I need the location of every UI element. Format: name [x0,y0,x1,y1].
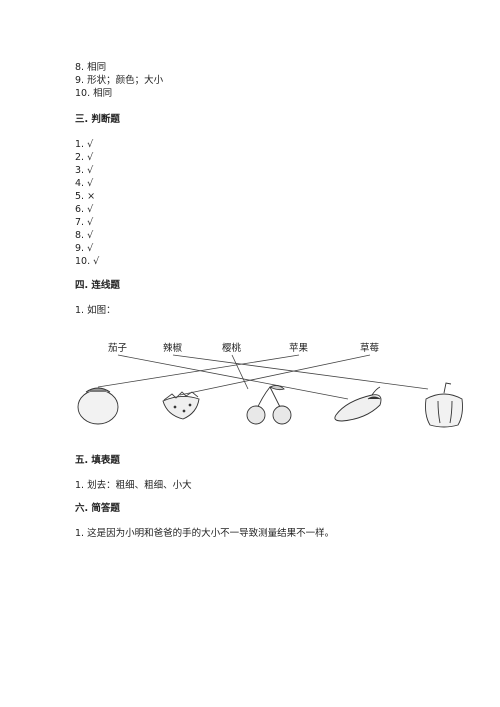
answer-line: 6. √ [75,204,94,215]
answer-line: 3. √ [75,165,94,176]
match-lines [97,354,429,400]
answer-line: 5. × [75,191,96,202]
label-eggplant: 茄子 [108,342,128,354]
match-line [117,354,349,400]
answer-line: 7. √ [75,217,94,228]
answer-line: 10. √ [75,256,100,267]
answer-line: 2. √ [75,152,94,163]
label-apple: 苹果 [289,342,309,354]
match-line [231,354,249,390]
matching-item: 1. 如图： [75,305,116,316]
fill-table-item: 1. 划去：粗细、粗细、小大 [75,480,192,491]
eggplant-icon [334,386,382,422]
apple-icon [77,387,119,425]
pepper-icon [425,382,463,428]
label-pepper: 辣椒 [163,342,183,354]
label-strawberry: 草莓 [360,342,380,354]
section-heading-judgement: 三. 判断题 [75,114,120,125]
answer-line: 8. √ [75,230,94,241]
section-heading-short-answer: 六. 简答题 [75,503,120,514]
short-answer-item: 1. 这是因为小明和爸爸的手的大小不一导致测量结果不一样。 [75,528,335,539]
answer-line: 1. √ [75,139,94,150]
cherry-icon [246,384,292,425]
section-heading-fill-table: 五. 填表题 [75,455,120,466]
matching-diagram: 茄子 辣椒 樱桃 苹果 草莓 [77,342,463,428]
answer-line: 10. 相同 [75,88,113,99]
answer-line: 4. √ [75,178,94,189]
answer-line: 9. √ [75,243,94,254]
answer-line: 9. 形状；颜色；大小 [75,75,164,86]
label-cherry: 樱桃 [222,342,242,354]
match-line [97,354,300,388]
strawberry-icon [162,391,200,420]
section-heading-matching: 四. 连线题 [75,280,120,291]
match-line [172,354,429,390]
answer-line: 8. 相同 [75,62,107,73]
match-line [179,354,371,396]
